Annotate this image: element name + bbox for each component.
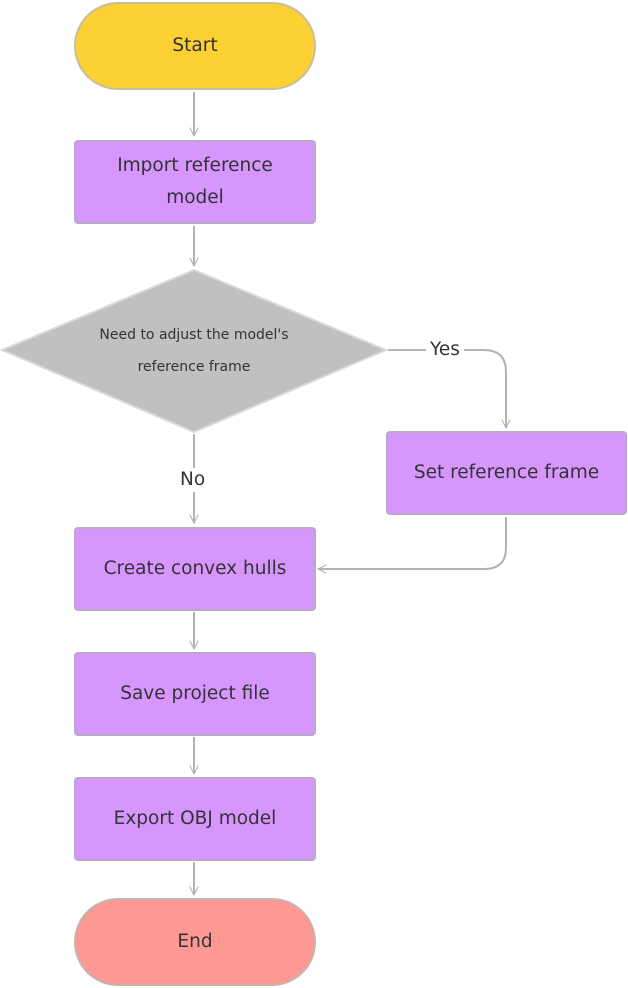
create-convex-hulls-node: Create convex hulls [74, 527, 316, 611]
end-label: End [177, 931, 213, 952]
decision-node: Need to adjust the model's reference fra… [60, 316, 328, 386]
set-reference-frame-node: Set reference frame [386, 431, 627, 515]
decision-diamond [0, 268, 389, 434]
export-obj-model-label: Export OBJ model [113, 808, 277, 829]
export-obj-model-node: Export OBJ model [74, 777, 316, 861]
import-reference-model-node: Import reference model [74, 140, 316, 224]
set-reference-frame-label: Set reference frame [413, 462, 600, 483]
connector-frame-hulls [317, 517, 507, 574]
import-reference-model-label: Import reference model [117, 155, 273, 208]
decision-label: Need to adjust the model's reference fra… [99, 327, 289, 375]
start-label: Start [172, 35, 218, 56]
end-node: End [74, 898, 316, 986]
no-edge-label: No [176, 468, 210, 492]
yes-edge-label: Yes [426, 338, 464, 362]
create-convex-hulls-label: Create convex hulls [103, 558, 287, 579]
save-project-file-node: Save project file [74, 652, 316, 736]
start-node: Start [74, 2, 316, 90]
save-project-file-label: Save project file [120, 683, 270, 704]
connector-yes-branch [388, 349, 511, 429]
